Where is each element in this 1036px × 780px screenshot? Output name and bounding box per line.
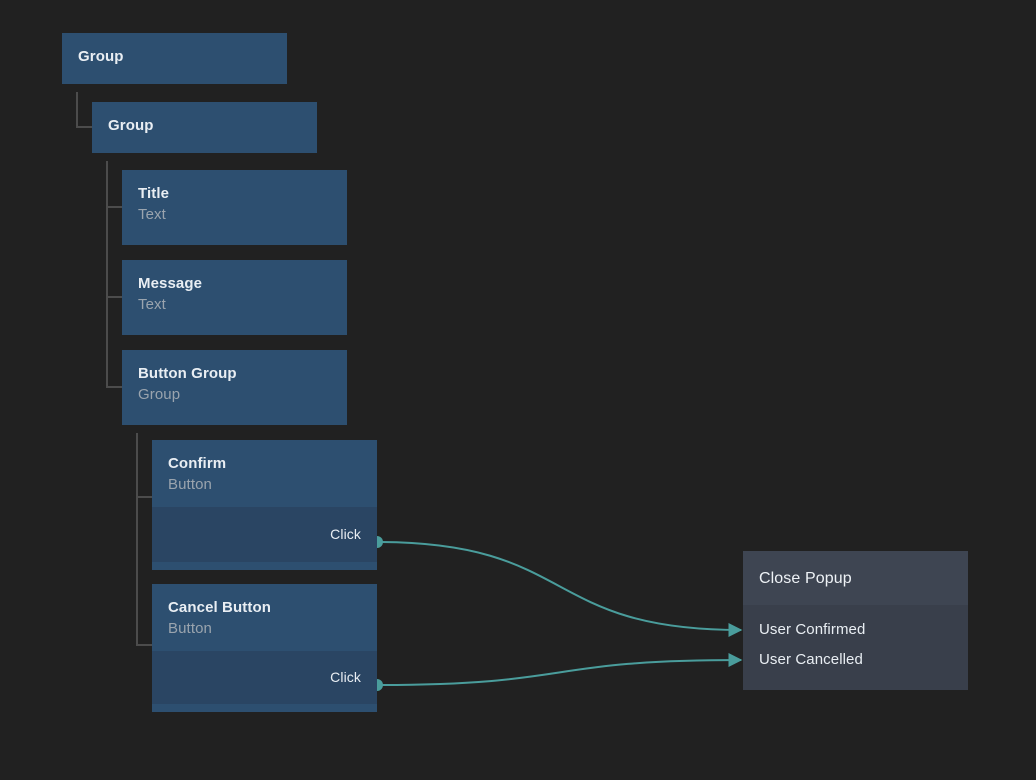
input-port-row[interactable]: User Confirmed	[743, 615, 968, 645]
output-port-row[interactable]: Click	[152, 520, 377, 548]
action-node-header: Close Popup	[743, 551, 968, 605]
tree-node-group-child[interactable]: Group	[92, 102, 317, 153]
tree-connector	[136, 433, 152, 498]
connection-edges	[376, 541, 743, 686]
node-output-ports: Click	[152, 651, 377, 704]
node-subtitle: Button	[168, 620, 212, 637]
tree-connector	[136, 433, 152, 646]
input-port-label: User Confirmed	[759, 621, 866, 638]
node-subtitle: Text	[138, 206, 166, 223]
node-title: Button Group	[138, 365, 237, 382]
input-port-label: User Cancelled	[759, 651, 863, 668]
edge-edge-cancel-click[interactable]	[376, 653, 743, 686]
action-node-title: Close Popup	[759, 569, 852, 587]
tree-connector	[106, 161, 122, 298]
output-port-label: Click	[330, 526, 361, 542]
node-title: Message	[138, 275, 203, 292]
node-subtitle: Button	[168, 476, 212, 493]
input-port-row[interactable]: User Cancelled	[743, 645, 968, 675]
output-port-row[interactable]: Click	[152, 663, 377, 691]
node-title: Title	[138, 185, 170, 202]
node-header: Group	[62, 33, 287, 84]
tree-connector	[106, 161, 122, 388]
node-output-ports: Click	[152, 507, 377, 562]
edge-edge-confirm-click[interactable]	[376, 541, 743, 637]
tree-connector	[106, 161, 122, 208]
node-title: Group	[108, 117, 154, 134]
tree-connector	[76, 92, 92, 128]
node-subtitle: Text	[138, 296, 166, 313]
output-port-label: Click	[330, 669, 361, 685]
node-title: Confirm	[168, 455, 227, 472]
node-title: Group	[78, 48, 124, 65]
node-subtitle: Group	[138, 386, 181, 403]
tree-node-group-root[interactable]: Group	[62, 33, 287, 84]
node-title: Cancel Button	[168, 599, 271, 616]
node-header: Group	[92, 102, 317, 153]
